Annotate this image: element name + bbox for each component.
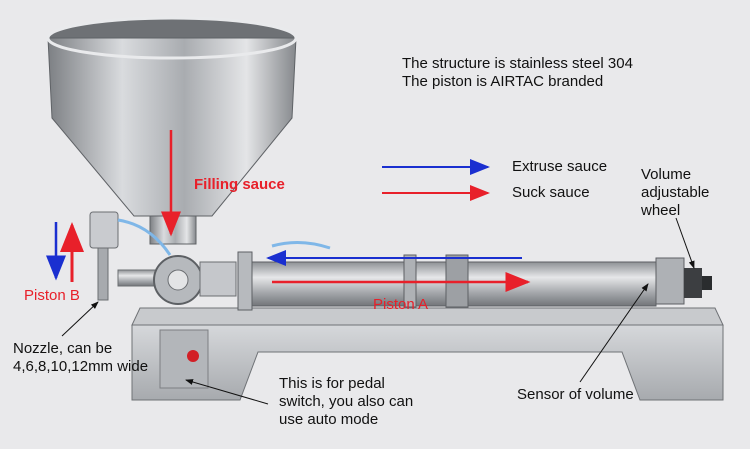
sensor-leader bbox=[579, 283, 649, 383]
nozzle-label-2: 4,6,8,10,12mm wide bbox=[13, 358, 149, 375]
filling-sauce-label: Filling sauce bbox=[194, 176, 285, 193]
spec-line-piston: The piston is AIRTAC branded bbox=[402, 73, 604, 90]
pedal-leader bbox=[185, 379, 269, 405]
hopper bbox=[46, 16, 298, 245]
main-cylinder bbox=[237, 241, 685, 311]
piston-b-label: Piston B bbox=[24, 287, 80, 304]
nozzle-label-1: Nozzle, can be bbox=[13, 340, 113, 357]
sensor-label: Sensor of volume bbox=[517, 386, 634, 403]
piston-a-label: Piston A bbox=[373, 296, 429, 313]
volume-wheel-label-2: adjustable bbox=[641, 184, 710, 201]
volume-wheel-label-3: wheel bbox=[641, 202, 681, 219]
pedal-switch-label-1: This is for pedal bbox=[279, 375, 385, 392]
volume-wheel-label-1: Volume bbox=[641, 166, 692, 183]
valve-assembly bbox=[89, 211, 237, 305]
volume-wheel bbox=[684, 268, 712, 298]
nozzle-leader bbox=[61, 301, 99, 337]
pedal-switch-label-3: use auto mode bbox=[279, 411, 379, 428]
machine-base bbox=[131, 307, 724, 401]
extrude-legend-label: Extruse sauce bbox=[512, 158, 608, 175]
wheel-leader bbox=[675, 217, 695, 269]
pedal-switch-label-2: switch, you also can bbox=[279, 393, 414, 410]
suck-legend-label: Suck sauce bbox=[512, 184, 590, 201]
spec-line-structure: The structure is stainless steel 304 bbox=[402, 55, 633, 72]
